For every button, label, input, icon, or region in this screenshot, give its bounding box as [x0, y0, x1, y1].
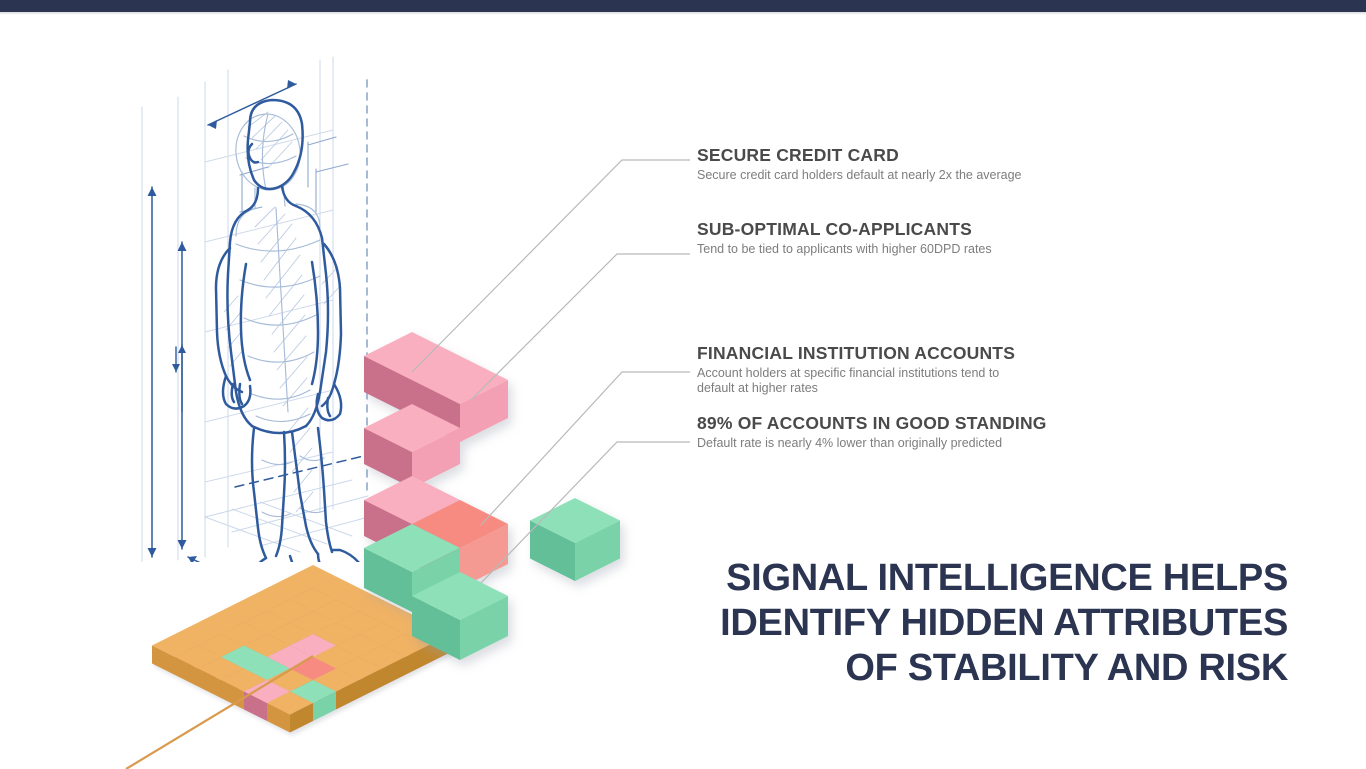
base-cube-6-2-left-face [198, 668, 221, 698]
pink-block-middle-top-face [364, 404, 460, 452]
connector-line-sub-optimal [470, 253, 690, 401]
connector-line-secure-credit-card [411, 159, 690, 373]
green-block-right-top-face [412, 572, 508, 620]
top-accent-bar-shadow [0, 12, 1366, 15]
base-cube-4-5-right-face [336, 680, 359, 710]
base-cube-6-0-left-face [152, 645, 175, 675]
pink-block-upper-left-left-face [364, 356, 412, 416]
pink-block-middle-left-face [364, 428, 412, 488]
callout-subtitle: Default rate is nearly 4% lower than ori… [697, 436, 1047, 452]
base-cube-5-5-right-face [313, 691, 336, 721]
callout-subtitle: Tend to be tied to applicants with highe… [697, 242, 992, 258]
callout-title: SUB-OPTIMAL CO-APPLICANTS [697, 219, 972, 239]
green-block-right [412, 572, 508, 660]
salmon-block-risk-right-face [460, 524, 508, 588]
green-block-right-left-face [412, 596, 460, 660]
callout-subtitle: Account holders at specific financial in… [697, 366, 1015, 398]
isometric-cube-base-grid [152, 565, 451, 733]
pink-block-middle [364, 404, 460, 488]
green-block-left-left-face [364, 548, 412, 612]
base-cube-6-5 [267, 691, 313, 733]
callout-sub-optimal-co-applicants: SUB-OPTIMAL CO-APPLICANTS Tend to be tie… [697, 219, 992, 258]
callout-title: 89% OF ACCOUNTS IN GOOD STANDING [697, 413, 1047, 433]
callout-subtitle-line: Default rate is nearly 4% lower than ori… [697, 435, 1003, 450]
isometric-blocks [364, 332, 620, 660]
illustration-stage [0, 12, 700, 769]
base-cube-6-5-top-face [267, 691, 313, 715]
base-cube-3-5-right-face [359, 668, 382, 698]
slide-headline: SIGNAL INTELLIGENCE HELPS IDENTIFY HIDDE… [668, 556, 1288, 690]
pink-block-middle-right-face [412, 428, 460, 488]
green-block-standalone [530, 498, 620, 581]
callout-title: FINANCIAL INSTITUTION ACCOUNTS [697, 343, 1016, 363]
base-cube-6-5-right-face [290, 703, 313, 733]
callout-title: SECURE CREDIT CARD [697, 145, 899, 165]
pink-block-upper-right-right-face [460, 380, 508, 442]
pink-block-upper-right-top-face [412, 356, 508, 404]
green-block-right-right-face [460, 596, 508, 660]
base-cube-6-1-left-face [175, 657, 198, 687]
base-cube-6-5-left-face [267, 703, 290, 733]
headline-line-3: OF STABILITY AND RISK [845, 646, 1288, 689]
callout-accounts-in-good-standing: 89% OF ACCOUNTS IN GOOD STANDING Default… [697, 413, 1047, 452]
orange-leader-line [125, 655, 314, 769]
pink-block-upper-right [412, 356, 508, 442]
base-cube-1-5-right-face [405, 645, 428, 675]
headline-line-2: IDENTIFY HIDDEN ATTRIBUTES [720, 601, 1288, 644]
connector-line-good-standing [480, 441, 690, 584]
base-cube-6-4-left-face [244, 691, 267, 721]
top-accent-bar [0, 0, 1366, 12]
connector-line-financial-institution [480, 371, 690, 526]
callout-subtitle-line: default at higher rates [697, 381, 818, 396]
callout-subtitle-line: Account holders at specific financial in… [697, 365, 1000, 380]
green-block-left-top-face [364, 524, 460, 572]
callout-secure-credit-card: SECURE CREDIT CARD Secure credit card ho… [697, 145, 1022, 184]
callout-subtitle-line: Tend to be tied to applicants with highe… [697, 241, 992, 256]
callout-connector-lines [411, 159, 690, 584]
green-block-standalone-right-face [575, 520, 620, 581]
callout-subtitle-line: Secure credit card holders default at ne… [697, 167, 1022, 182]
green-block-left [364, 524, 460, 612]
callout-financial-institution-accounts: FINANCIAL INSTITUTION ACCOUNTS Account h… [697, 343, 1016, 398]
base-cube-2-5-right-face [382, 657, 405, 687]
callout-subtitle: Secure credit card holders default at ne… [697, 168, 1022, 184]
human-figure-blueprint-sketch [141, 56, 370, 562]
green-block-standalone-left-face [530, 520, 575, 581]
headline-line-1: SIGNAL INTELLIGENCE HELPS [726, 557, 1288, 599]
